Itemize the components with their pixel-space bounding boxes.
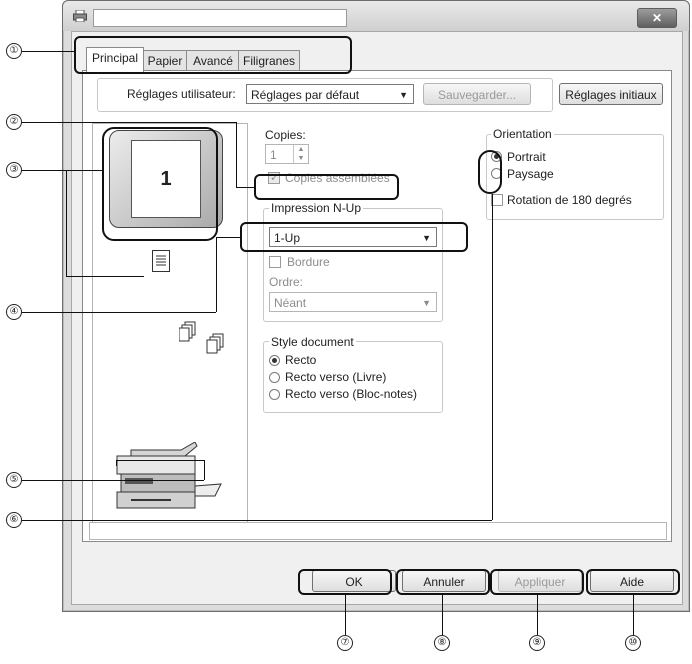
callout-8: ⑧ [434,635,450,651]
leader-line-6b [492,194,493,520]
rotate-label: Rotation de 180 degrés [507,193,632,207]
callout-highlight-nup [240,222,468,252]
collated-copies-icon [179,321,224,354]
apply-button[interactable]: Appliquer [498,570,582,592]
tab-filigranes[interactable]: Filigranes [238,50,300,71]
callout-highlight-help [586,569,680,595]
leader-line-5a [22,480,204,481]
recto-verso-livre-label: Recto verso (Livre) [285,370,387,384]
callout-9: ⑨ [529,635,545,651]
leader-line-2c [236,187,254,188]
copies-stepper[interactable]: 1 ▲▼ [265,144,309,164]
callout-highlight-ok [298,569,392,595]
user-settings-group [97,78,553,112]
callout-4: ④ [6,304,22,320]
callout-highlight-apply [490,569,584,595]
leader-line-10 [633,595,634,635]
leader-line-8 [442,595,443,635]
leader-line-3b [66,170,67,276]
close-icon: ✕ [651,11,663,25]
leader-line-6a [22,520,492,521]
callout-7: ⑦ [337,635,353,651]
doc-style-title: Style document [269,335,356,349]
orientation-group [486,134,664,220]
leader-line-5d [116,460,117,466]
callout-5: ⑤ [6,472,22,488]
leader-line-3 [22,170,102,171]
leader-line-4a [22,312,216,313]
order-dropdown[interactable]: Néant ▼ [269,292,437,312]
chevron-down-icon: ▼ [399,90,408,100]
landscape-label: Paysage [507,167,554,181]
page-preview: 1 [131,140,201,218]
leader-line-7 [345,595,346,635]
leader-line-5c [116,460,204,461]
portrait-label: Portrait [507,150,546,164]
user-settings-label: Réglages utilisateur: [127,87,236,101]
document-icon [152,250,170,272]
radio-recto[interactable] [269,355,280,366]
order-label: Ordre: [269,275,304,289]
printer-properties-window: ✕ Principal Papier Avancé Filigranes Rég… [62,0,690,612]
save-button[interactable]: Sauvegarder... [423,83,531,105]
tab-principal[interactable]: Principal [86,47,144,72]
recto-verso-bloc-label: Recto verso (Bloc-notes) [285,387,418,401]
reset-settings-button[interactable]: Réglages initiaux [559,83,663,105]
leader-line-2b [236,122,237,187]
title-bar: ✕ [63,1,689,31]
callout-10: ⑩ [625,635,641,651]
check-icon: ✓ [270,172,280,184]
border-checkbox[interactable] [269,256,281,268]
leader-line-5b [204,460,205,480]
nup-value: 1-Up [274,231,301,245]
copies-label: Copies: [265,128,306,142]
callout-6: ⑥ [6,512,22,528]
printer-icon [73,10,87,22]
tab-avance[interactable]: Avancé [186,50,240,71]
nup-title: Impression N-Up [269,201,364,215]
tab-panel-principal: Réglages utilisateur: Réglages par défau… [82,70,672,542]
rotate-checkbox[interactable] [491,194,503,206]
leader-line-9 [537,595,538,635]
leader-line-4c [216,237,240,238]
window-title-field [93,9,347,27]
radio-recto-verso-bloc[interactable] [269,389,280,400]
callout-highlight-collate [254,174,399,200]
radio-recto-verso-livre[interactable] [269,372,280,383]
spin-arrows-icon: ▲▼ [293,145,308,163]
callout-highlight-preview [102,127,218,241]
callout-highlight-tabs [74,36,352,74]
user-settings-value: Réglages par défaut [251,88,360,102]
border-label: Bordure [287,255,330,269]
callout-2: ② [6,114,22,130]
order-value: Néant [274,296,307,310]
printer-machine-icon [116,442,222,509]
leader-line-2a [22,122,236,123]
callout-1: ① [6,43,22,59]
leader-line-1 [22,51,74,52]
callout-highlight-cancel [396,569,490,595]
nup-dropdown[interactable]: 1-Up ▼ [269,227,437,247]
callout-highlight-orientation [478,150,502,194]
leader-line-4b [216,237,217,312]
status-field [89,522,667,540]
dialog-client-area: Principal Papier Avancé Filigranes Régla… [71,31,683,605]
callout-3: ③ [6,162,22,178]
close-button[interactable]: ✕ [637,8,677,28]
chevron-down-icon: ▼ [422,233,431,243]
leader-line-3c [66,276,144,277]
orientation-title: Orientation [491,127,554,141]
chevron-down-icon: ▼ [422,298,431,308]
copies-value: 1 [270,148,277,162]
user-settings-dropdown[interactable]: Réglages par défaut ▼ [246,84,414,104]
recto-label: Recto [285,353,317,367]
